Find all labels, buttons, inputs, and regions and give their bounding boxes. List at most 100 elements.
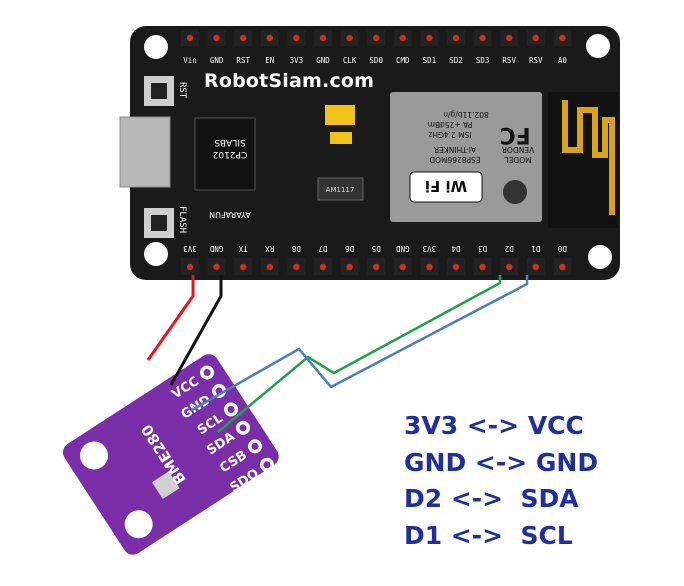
top-pin-icon: [559, 34, 566, 42]
bottom-pin-label: D4: [451, 244, 461, 253]
module-text-line: ISM 2.4GHz: [428, 130, 471, 139]
bottom-pin-label: 3V3: [423, 244, 437, 253]
bottom-pin-label: D5: [372, 244, 381, 253]
bottom-pin-icon: [399, 263, 406, 271]
nodemcu-board: RST FLASH SILABS CP2102 AYARAFUN AM1117 …: [119, 26, 620, 280]
mount-hole-icon: [586, 34, 610, 58]
watermark-label: RobotSiam.com: [204, 70, 375, 92]
module-text-line: 802.11b/g/n: [443, 110, 489, 119]
sensor-pcb: [62, 354, 279, 555]
bottom-pin-label: D1: [531, 244, 540, 253]
flash-label: FLASH: [177, 206, 187, 233]
top-pin-icon: [479, 34, 486, 42]
capacitor-small: [330, 132, 352, 144]
bottom-pin-icon: [452, 263, 460, 271]
bottom-pin-icon: [293, 263, 300, 271]
bottom-pin-label: D7: [318, 244, 327, 253]
bottom-pin-label: GND: [209, 244, 223, 253]
sensor-chip: [151, 471, 180, 500]
bottom-pin-label: D8: [291, 244, 301, 253]
bottom-pin-icon: [559, 263, 566, 271]
top-pin-icon: [506, 34, 513, 42]
chip-part-label: CP2102: [213, 149, 248, 159]
cp2102-chip: [194, 117, 256, 191]
bottom-pin-icon: [213, 263, 220, 271]
pcb-antenna-trace: [562, 100, 615, 215]
regulator-chip: [317, 177, 364, 201]
sensor-mount-hole-icon: [79, 441, 108, 470]
top-pin-label: CLK: [343, 56, 357, 65]
bottom-pin-icon: [266, 263, 273, 271]
top-pin-label: SD3: [476, 56, 490, 65]
legend-line: D1 <-> SCL: [404, 520, 573, 550]
wires: [146, 275, 529, 433]
top-pin-label: EN: [265, 56, 274, 65]
top-pin-icon: [319, 34, 327, 42]
bottom-pin-label: 3V3: [183, 244, 197, 253]
bottom-pin-icon: [532, 263, 539, 271]
wire-d2-sda: [217, 275, 502, 433]
wire-d1-scl: [191, 275, 529, 412]
module-text-line: AI-THINKER: [434, 145, 476, 154]
sensor-pin-hole: [227, 405, 235, 413]
top-pin-label: Vin: [183, 56, 197, 65]
chip-maker-label: SILABS: [214, 137, 246, 147]
wifi-logo-icon: [409, 171, 483, 203]
bottom-pin-label: TX: [238, 244, 248, 253]
capacitor-yellow: [325, 105, 355, 125]
bottom-pin-label: D6: [345, 244, 355, 253]
bottom-pin-icon: [186, 263, 194, 271]
wifi-logo-text: Wi Fi: [425, 177, 467, 195]
bottom-pin-label: RX: [265, 244, 275, 253]
top-pin-label: SD0: [369, 56, 383, 65]
bottom-pin-icon: [426, 263, 433, 271]
top-pin-icon: [426, 34, 433, 42]
micro-usb-port: [119, 116, 171, 188]
bottom-pin-label: GND: [396, 244, 410, 253]
bottom-pin-icon: [506, 263, 513, 271]
top-pin-label: GND: [316, 56, 330, 65]
mount-hole-icon: [144, 35, 168, 59]
top-pin-icon: [399, 34, 406, 42]
sensor-pin-hole: [203, 369, 211, 377]
top-pin-icon: [266, 34, 273, 42]
module-text-line: VENDOR: [502, 145, 534, 154]
rst-button-cap: [151, 83, 167, 99]
bottom-pin-icon: [479, 263, 486, 271]
top-pin-label: RSV: [502, 56, 516, 65]
rst-label: RST: [177, 82, 187, 99]
sensor-pin-hole: [251, 442, 259, 450]
globe-icon: [503, 180, 527, 204]
module-text-line: ESP8266MOD: [429, 155, 480, 164]
top-pin-icon: [293, 34, 300, 42]
wire-3v3-vcc: [146, 275, 195, 361]
top-pin-label: 3V3: [290, 56, 304, 65]
top-pin-label: A0: [558, 56, 568, 65]
mount-hole-icon: [588, 245, 612, 269]
wire-gnd-gnd: [169, 275, 223, 386]
top-pin-icon: [240, 34, 247, 42]
bottom-pin-label: D3: [478, 244, 487, 253]
bottom-pin-icon: [319, 263, 327, 271]
flash-button-cap: [151, 215, 167, 231]
top-pin-icon: [213, 34, 220, 42]
top-pin-label: CMD: [396, 56, 410, 65]
regulator-label: AM1117: [326, 186, 355, 194]
top-pin-label: SD2: [449, 56, 463, 65]
bottom-pin-icon: [373, 263, 380, 271]
top-pin-label: GND: [210, 56, 224, 65]
top-pin-icon: [373, 34, 380, 42]
legend-line: D2 <-> SDA: [404, 484, 579, 513]
bottom-pin-icon: [240, 263, 247, 271]
legend-line: GND <-> GND: [404, 447, 599, 477]
top-pin-label: SD1: [423, 56, 437, 65]
top-pin-icon: [452, 34, 460, 42]
sensor-pin-hole: [239, 424, 247, 432]
mount-hole-icon: [144, 242, 168, 266]
top-pin-icon: [346, 34, 353, 42]
sensor-pin-hole: [263, 461, 271, 469]
